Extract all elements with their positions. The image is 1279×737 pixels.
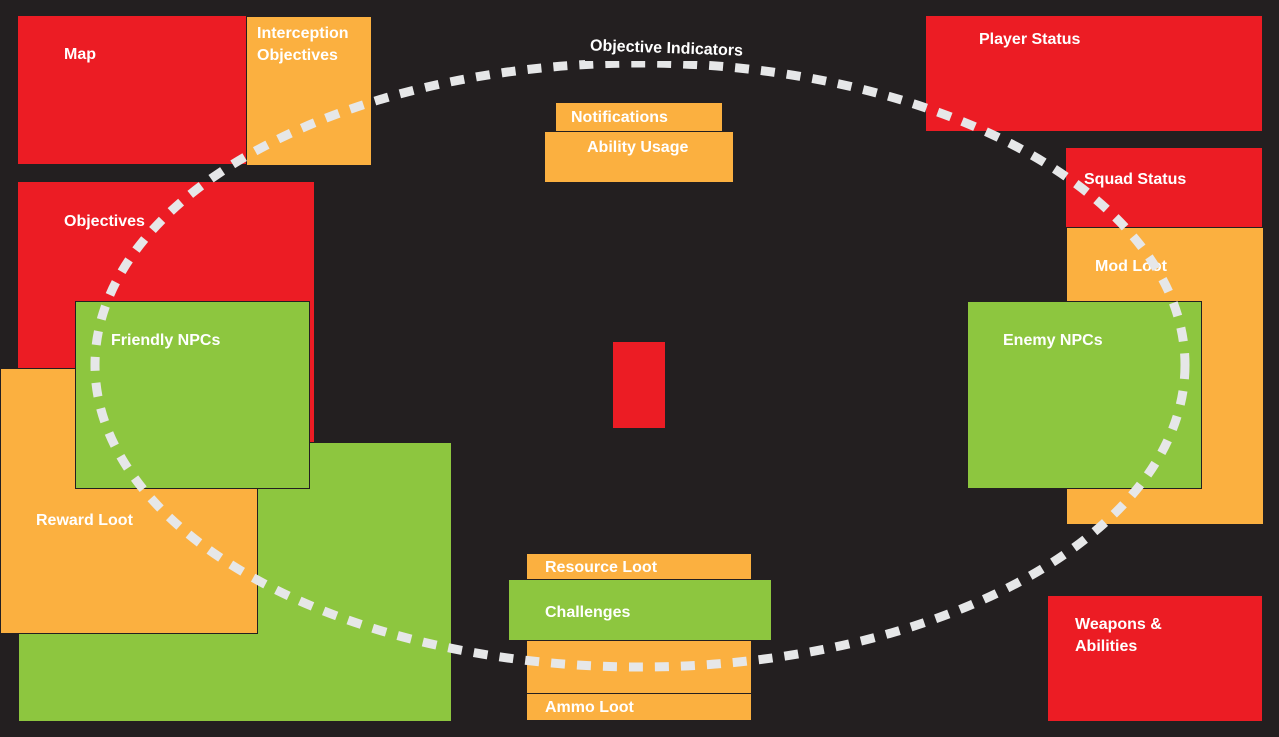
interception-objectives-zone: Interception Objectives bbox=[246, 16, 372, 166]
ability-usage-label: Ability Usage bbox=[587, 139, 689, 156]
interception-objectives-label: Interception Objectives bbox=[257, 25, 349, 64]
friendly-npcs-zone: Friendly NPCs bbox=[75, 301, 310, 489]
ammo-loot-label: Ammo Loot bbox=[545, 699, 634, 716]
resource-loot-label: Resource Loot bbox=[545, 559, 658, 576]
ammo-loot-zone: Ammo Loot bbox=[526, 693, 752, 721]
weapons-abilities-zone: Weapons & Abilities bbox=[1048, 596, 1262, 721]
ability-usage-zone: Ability Usage bbox=[544, 131, 734, 183]
map-label: Map bbox=[64, 46, 96, 63]
notifications-label: Notifications bbox=[571, 109, 668, 126]
player-status-zone: Player Status bbox=[926, 16, 1262, 131]
weapons-abilities-label: Weapons & Abilities bbox=[1075, 616, 1162, 655]
objectives-label: Objectives bbox=[64, 213, 145, 230]
squad-status-zone: Squad Status bbox=[1066, 148, 1262, 230]
center-crosshair-zone bbox=[613, 342, 665, 428]
squad-status-label: Squad Status bbox=[1084, 171, 1187, 188]
challenges-label: Challenges bbox=[545, 604, 631, 621]
enemy-npcs-zone: Enemy NPCs bbox=[967, 301, 1202, 489]
map-zone: Map bbox=[18, 16, 248, 164]
friendly-npcs-label: Friendly NPCs bbox=[111, 332, 221, 349]
mod-loot-label: Mod Loot bbox=[1095, 258, 1167, 275]
challenges-zone: Challenges bbox=[508, 579, 772, 641]
reward-loot-label: Reward Loot bbox=[36, 512, 133, 529]
notifications-zone: Notifications bbox=[555, 102, 723, 132]
enemy-npcs-label: Enemy NPCs bbox=[1003, 332, 1103, 349]
player-status-label: Player Status bbox=[979, 31, 1081, 48]
